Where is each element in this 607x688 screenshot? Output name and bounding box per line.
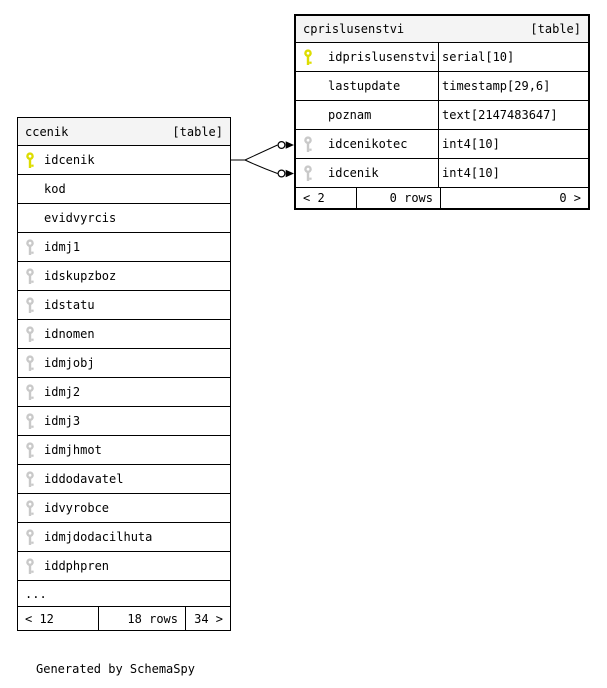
table-type-badge: [table]: [172, 124, 223, 139]
foreign-key-icon: [18, 441, 44, 459]
column-name-cell: poznam: [296, 101, 439, 129]
column-row: idvyrobce: [18, 494, 230, 523]
column-row: idnomen: [18, 320, 230, 349]
primary-key-icon: [296, 48, 328, 66]
column-row: idprislusenstvi serial[10]: [296, 43, 588, 72]
column-name: idmj2: [44, 385, 81, 399]
zero-or-one-marker-bottom: [277, 169, 286, 178]
generator-note: Generated by SchemaSpy: [36, 662, 195, 676]
column-name: idcenikotec: [328, 137, 408, 151]
column-type: serial[10]: [442, 50, 515, 64]
foreign-key-icon: [18, 325, 44, 343]
table-title[interactable]: ccenik: [25, 124, 69, 139]
column-row: idcenikotec int4[10]: [296, 130, 588, 159]
table-title[interactable]: cprislusenstvi: [303, 22, 405, 36]
foreign-key-icon: [18, 267, 44, 285]
table-ccenik[interactable]: ccenik [table] idcenik kod evidvyrcis idmj1…: [17, 117, 231, 631]
row-count: 0 rows: [356, 188, 440, 208]
zero-or-one-marker-top: [277, 141, 286, 150]
foreign-key-icon: [18, 383, 44, 401]
column-name: idmj1: [44, 240, 81, 254]
foreign-key-icon: [18, 238, 44, 256]
column-list-ccenik: idcenik kod evidvyrcis idmj1 idskupzboz idsta…: [18, 146, 230, 581]
column-row: idcenik: [18, 146, 230, 175]
column-type: timestamp[29,6]: [442, 79, 551, 93]
column-row: idmjhmot: [18, 436, 230, 465]
column-row: idmj3: [18, 407, 230, 436]
child-count: 0 >: [440, 188, 588, 208]
column-name-cell: idcenikotec: [296, 130, 439, 158]
column-row: idskupzboz: [18, 262, 230, 291]
column-name: kod: [44, 182, 66, 196]
column-name-cell: idprislusenstvi: [296, 43, 439, 71]
column-name-cell: idcenik: [296, 159, 439, 187]
child-count: 34 >: [185, 607, 230, 630]
foreign-key-icon: [296, 135, 328, 153]
column-name: poznam: [328, 108, 372, 122]
relationship-line-idcenik: [244, 159, 278, 174]
foreign-key-icon: [18, 354, 44, 372]
parent-count: < 2: [303, 191, 325, 205]
row-count: 18 rows: [98, 607, 185, 630]
column-name: idmjobj: [44, 356, 95, 370]
column-row: kod: [18, 175, 230, 204]
column-name: idvyrobce: [44, 501, 110, 515]
relationship-line-idcenikotec: [244, 144, 278, 161]
foreign-key-icon: [18, 412, 44, 430]
column-name: idmj3: [44, 414, 81, 428]
column-row: idmjobj: [18, 349, 230, 378]
column-row: iddphpren: [18, 552, 230, 581]
table-cprislusenstvi[interactable]: cprislusenstvi [table] idprislusenstvi se…: [294, 14, 590, 210]
table-header-ccenik[interactable]: ccenik [table]: [18, 118, 230, 146]
foreign-key-icon: [18, 557, 44, 575]
column-row: idmjdodacilhuta: [18, 523, 230, 552]
more-columns-indicator: ...: [18, 581, 230, 607]
table-header-cprislusenstvi[interactable]: cprislusenstvi [table]: [296, 16, 588, 43]
column-row: idmj2: [18, 378, 230, 407]
column-name: idcenik: [328, 166, 379, 180]
column-name: idmjhmot: [44, 443, 102, 457]
parent-count: < 12: [25, 611, 54, 626]
column-name: iddodavatel: [44, 472, 124, 486]
column-name: idprislusenstvi: [328, 50, 437, 64]
column-row: lastupdate timestamp[29,6]: [296, 72, 588, 101]
column-row: idcenik int4[10]: [296, 159, 588, 188]
column-name: iddphpren: [44, 559, 110, 573]
column-name-cell: lastupdate: [296, 72, 439, 100]
table-footer-cprislusenstvi: < 2 0 rows 0 >: [296, 188, 588, 208]
column-type: int4[10]: [442, 137, 500, 151]
column-row: poznam text[2147483647]: [296, 101, 588, 130]
column-list-cprislusenstvi: idprislusenstvi serial[10] lastupdate times…: [296, 43, 588, 188]
foreign-key-icon: [296, 164, 328, 182]
column-row: iddodavatel: [18, 465, 230, 494]
foreign-key-icon: [18, 296, 44, 314]
arrowhead-icon-top: [285, 141, 294, 149]
column-name: idmjdodacilhuta: [44, 530, 153, 544]
column-name: lastupdate: [328, 79, 401, 93]
column-type: text[2147483647]: [442, 108, 558, 122]
table-footer-ccenik: < 12 18 rows 34 >: [18, 607, 230, 630]
column-name: idcenik: [44, 153, 95, 167]
column-name: idnomen: [44, 327, 95, 341]
column-row: idstatu: [18, 291, 230, 320]
column-name: idskupzboz: [44, 269, 117, 283]
foreign-key-icon: [18, 470, 44, 488]
column-row: evidvyrcis: [18, 204, 230, 233]
column-row: idmj1: [18, 233, 230, 262]
table-type-badge: [table]: [530, 22, 581, 36]
primary-key-icon: [18, 151, 44, 169]
foreign-key-icon: [18, 499, 44, 517]
column-type: int4[10]: [442, 166, 500, 180]
arrowhead-icon-bottom: [285, 169, 294, 178]
foreign-key-icon: [18, 528, 44, 546]
column-name: idstatu: [44, 298, 95, 312]
column-name: evidvyrcis: [44, 211, 117, 225]
